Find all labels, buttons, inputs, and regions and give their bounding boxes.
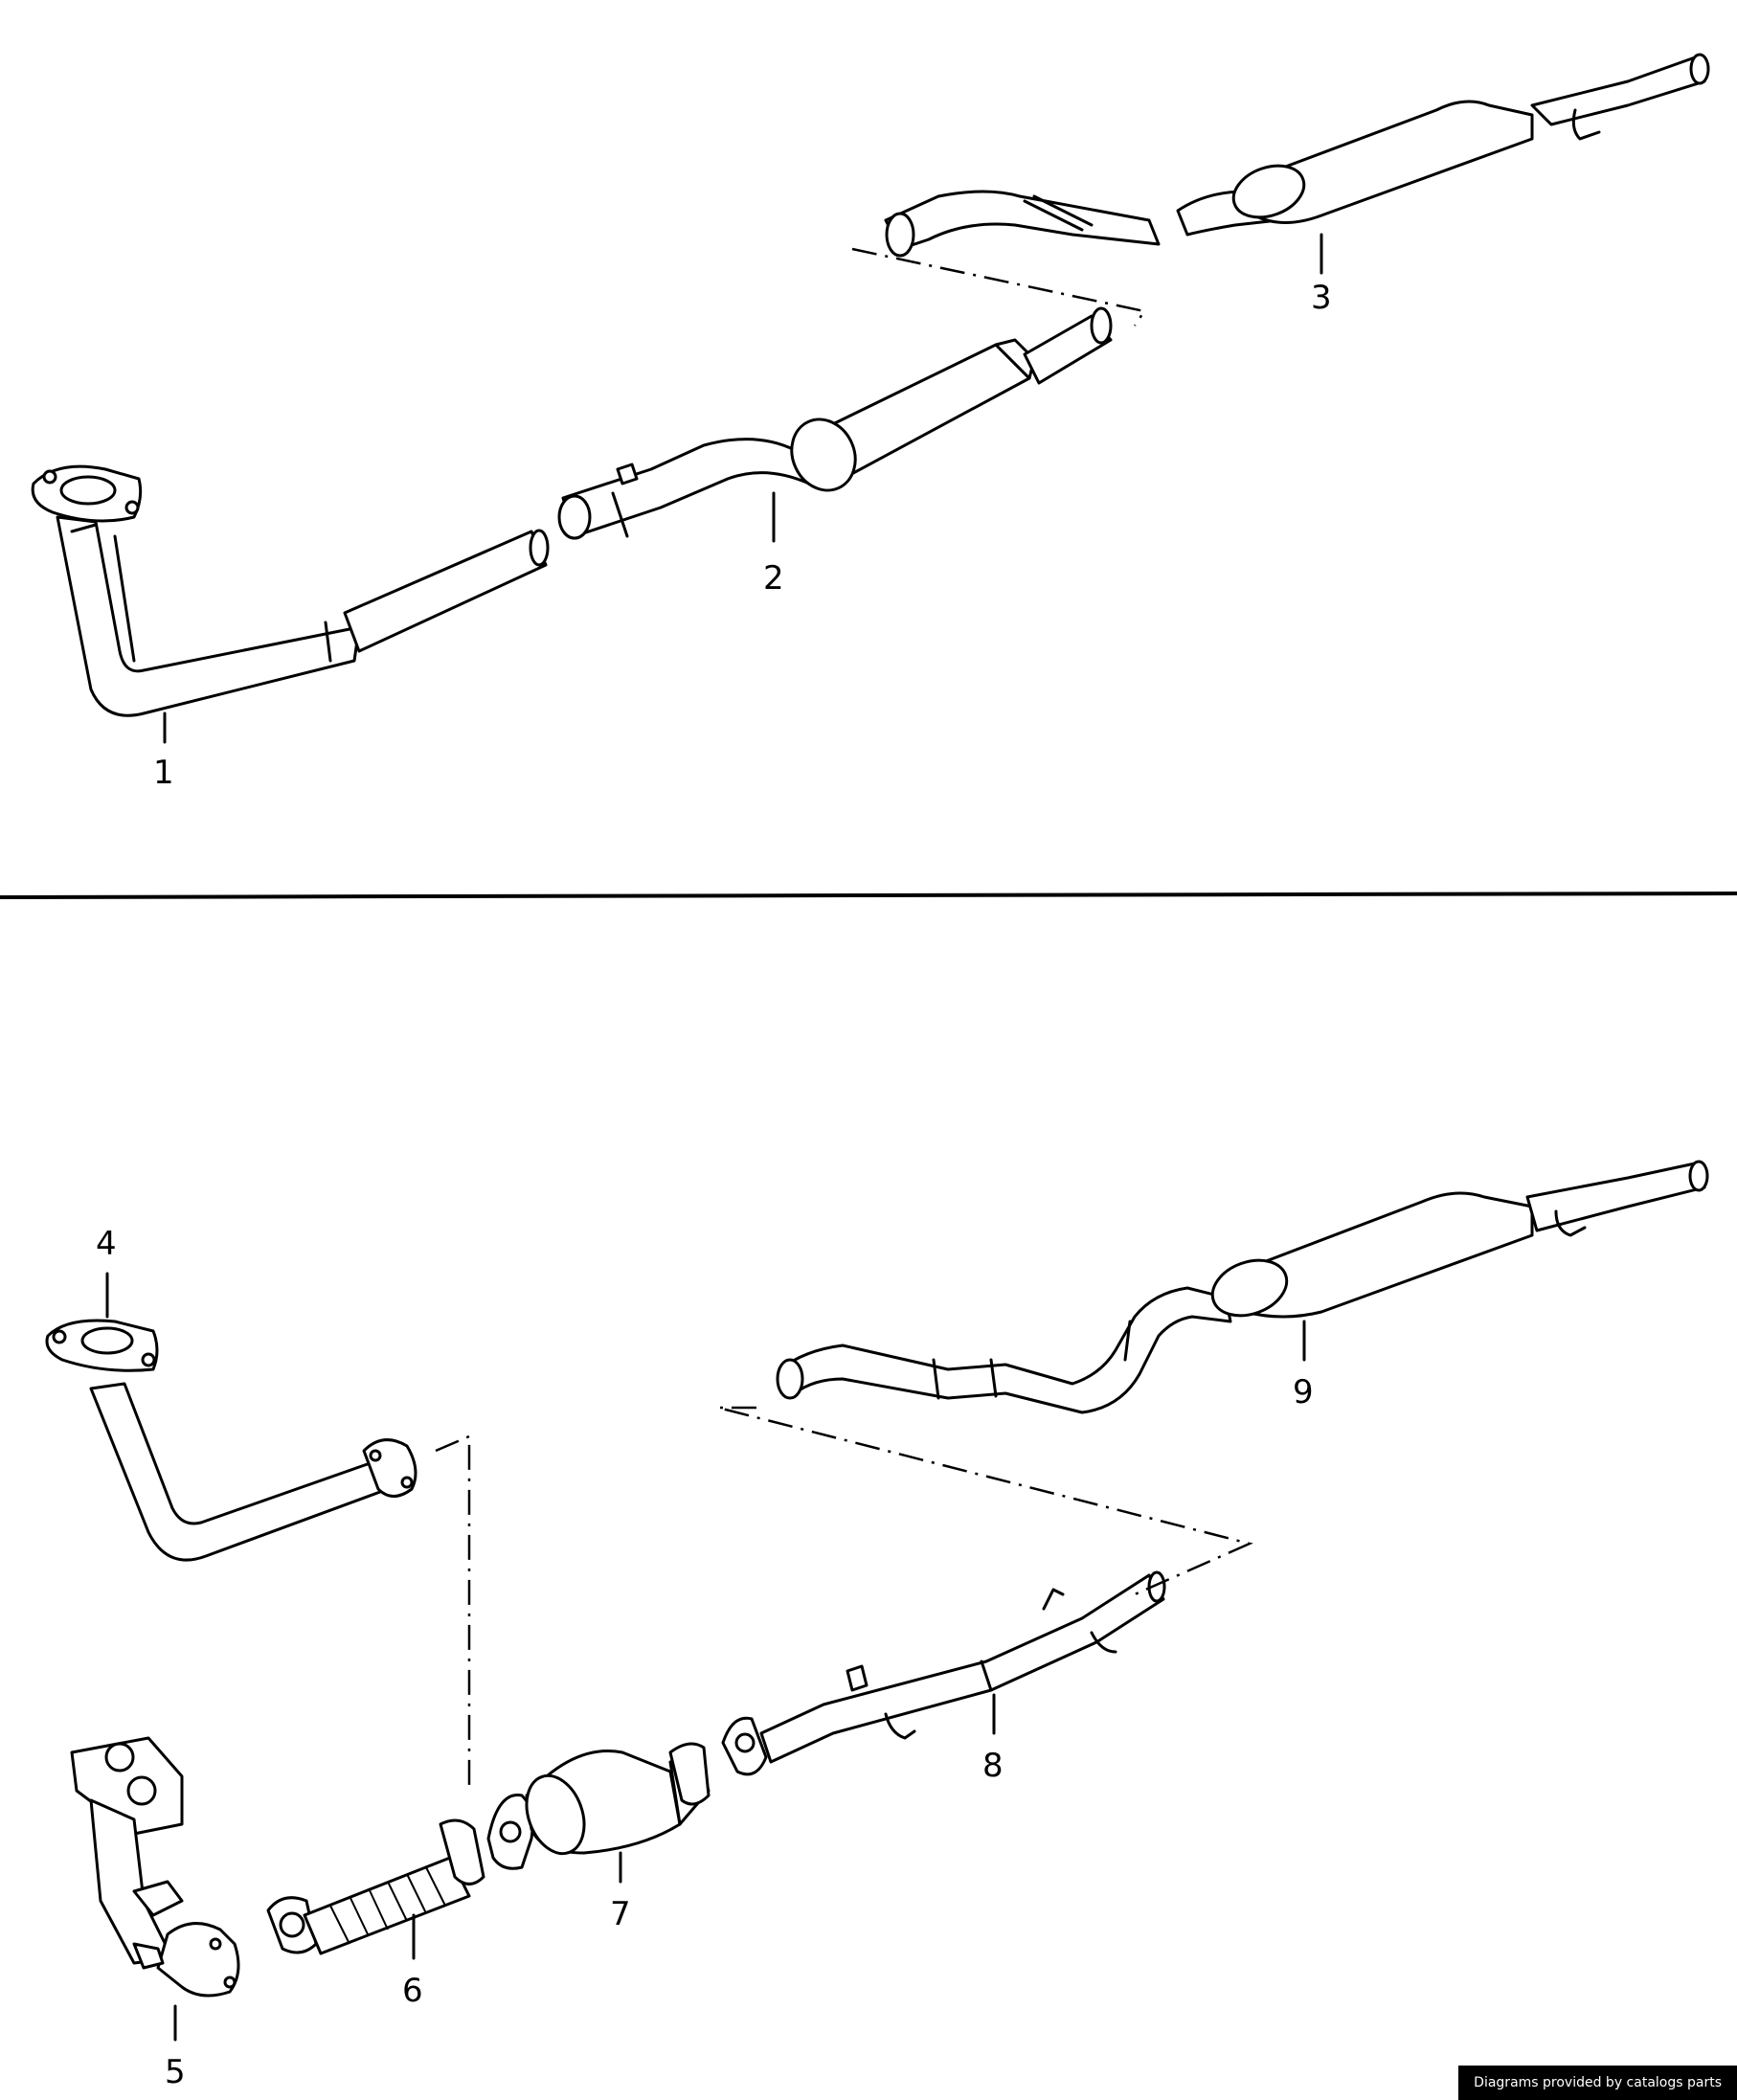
callout-4-label: 4 (96, 1225, 117, 1263)
part-8-intermediate-pipe (721, 1570, 1166, 1776)
part-1-front-pipe (31, 464, 550, 717)
callout-3-label: 3 (1311, 279, 1332, 317)
section-divider (0, 892, 1737, 899)
callout-1-label: 1 (153, 754, 174, 792)
callout-8-label: 8 (982, 1747, 1004, 1785)
upper-callouts: 1 2 3 (153, 233, 1332, 792)
callout-9-label: 9 (1293, 1373, 1314, 1411)
lower-callouts: 4 5 6 7 8 9 (96, 1225, 1314, 2091)
part-4-front-pipe (45, 1319, 417, 1562)
callout-7-label: 7 (610, 1895, 631, 1933)
callout-2-label: 2 (763, 559, 784, 598)
callout-5-label: 5 (165, 2053, 186, 2091)
part-6-flex-pipe (266, 1818, 485, 1955)
callout-6-label: 6 (402, 1972, 423, 2010)
part-5-manifold (70, 1736, 240, 1998)
lower-connection-line-vertical (435, 1434, 471, 1791)
lower-assembly (45, 1160, 1709, 1998)
part-7-catalytic-converter (486, 1742, 711, 1870)
part-9-rear-muffler (776, 1160, 1709, 1414)
part-3-rear-muffler (884, 53, 1710, 258)
upper-assembly (31, 53, 1710, 717)
part-2-center-muffler (557, 306, 1113, 540)
upper-connection-line (851, 247, 1147, 327)
lower-connection-line-diagonal (717, 1406, 1253, 1596)
attribution-badge: Diagrams provided by catalogs parts (1458, 2066, 1737, 2100)
